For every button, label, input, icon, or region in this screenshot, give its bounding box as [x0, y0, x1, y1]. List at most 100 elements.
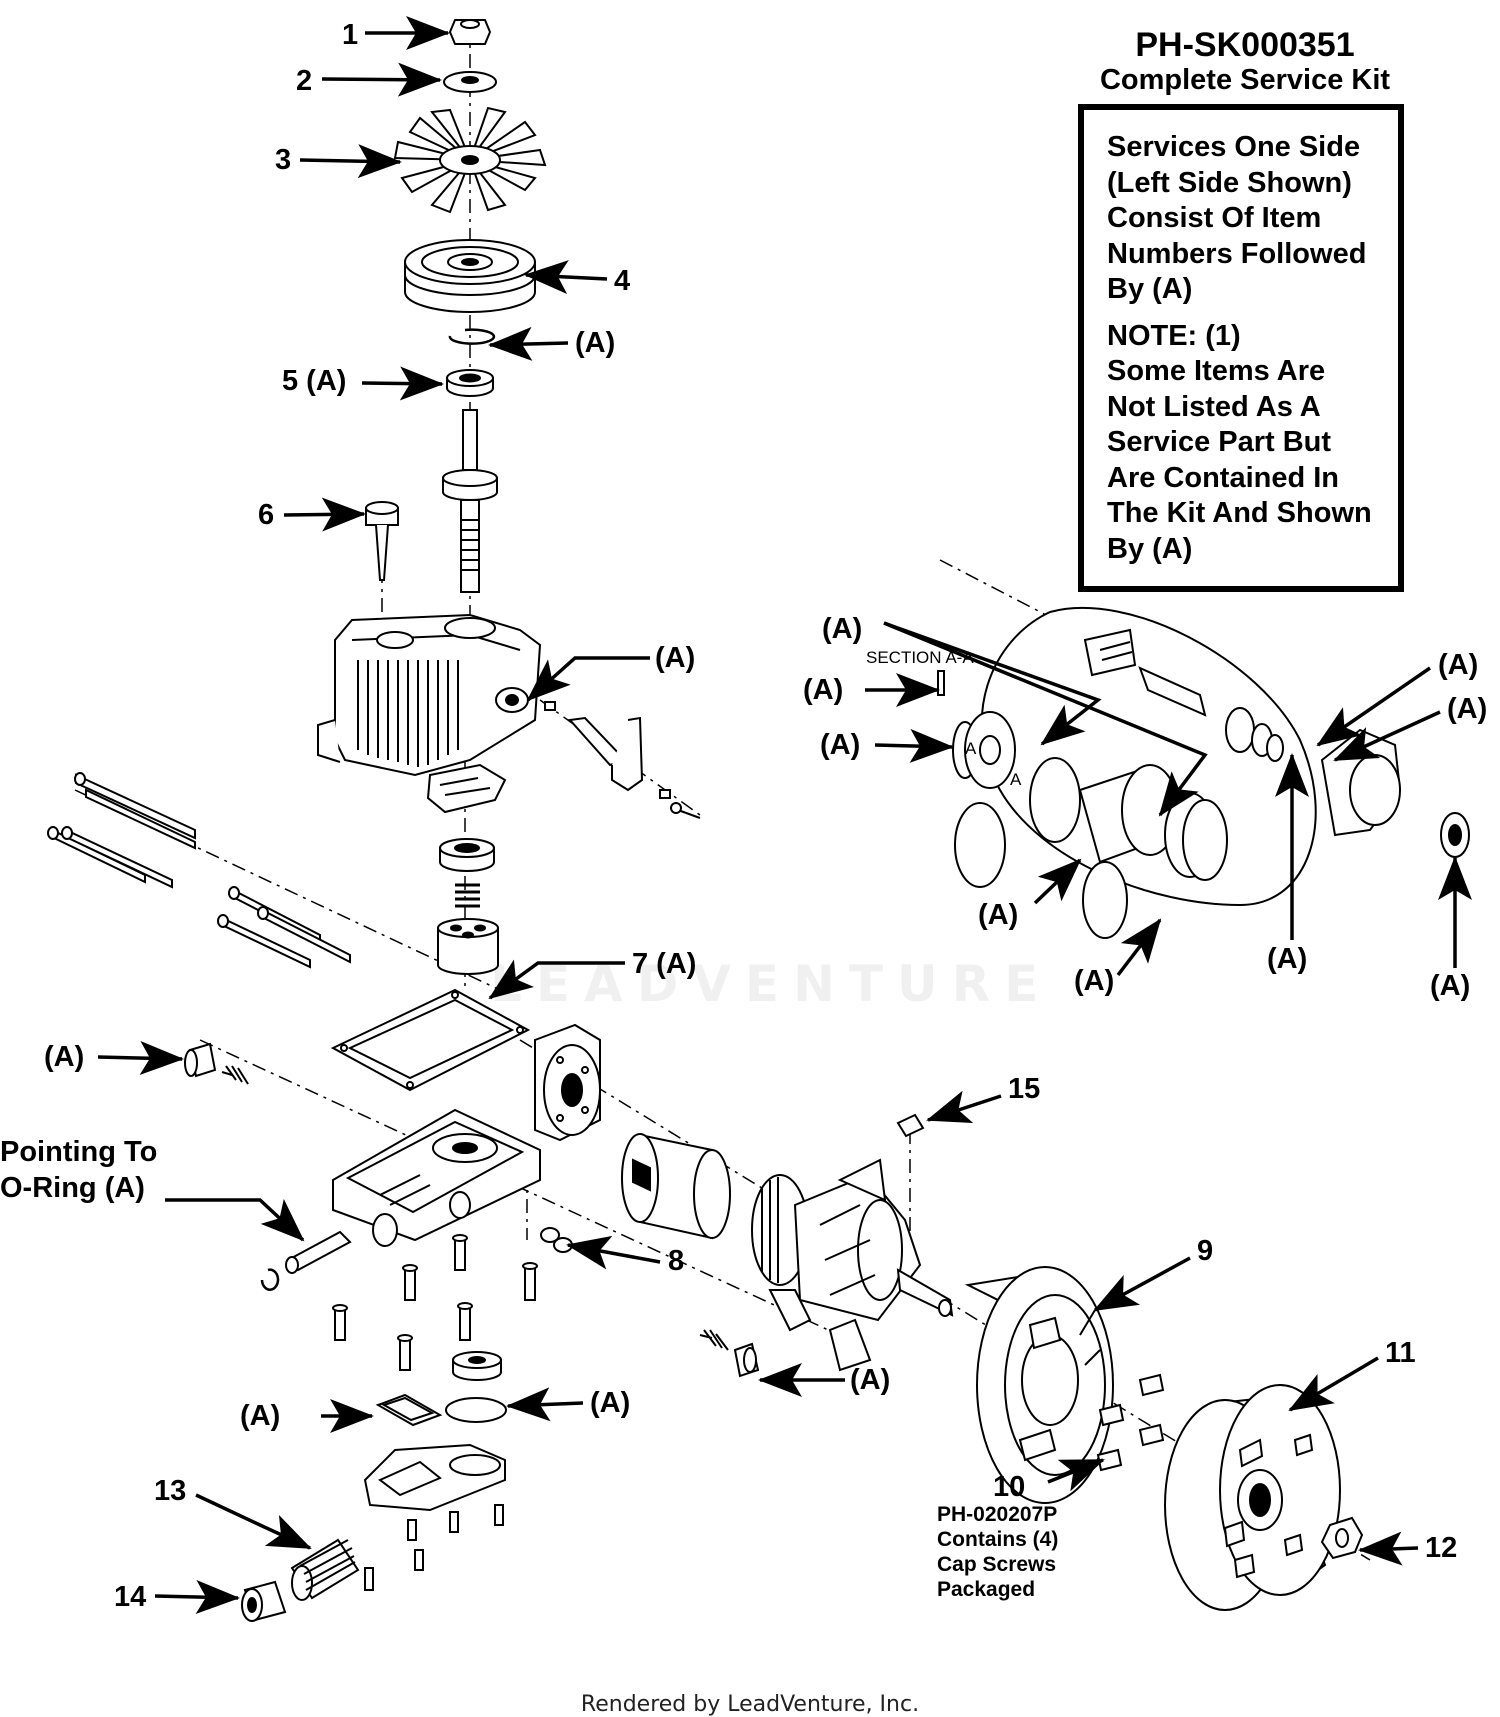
brake-assembly-part-9: [964, 1266, 1114, 1504]
callout-a-section-ring: (A): [1074, 965, 1114, 997]
callout-10: 10: [993, 1471, 1025, 1503]
callout-1: 1: [342, 19, 358, 51]
callout-a-section-pin: (A): [803, 674, 843, 706]
check-valve-left: [184, 1042, 249, 1085]
arrow-icon: [874, 728, 954, 763]
kit-note-box: Services One Side (Left Side Shown) Cons…: [1078, 104, 1404, 592]
callout-12: 12: [1425, 1532, 1457, 1564]
arrow-icon: [321, 62, 442, 97]
seal-spring-block: [437, 838, 499, 975]
arrow-icon: [506, 1387, 584, 1422]
center-section: [332, 1108, 541, 1247]
arrow-icon: [883, 621, 1102, 746]
shift-linkage: [544, 701, 701, 819]
upper-housing: [317, 613, 542, 777]
cap-part-14: [241, 1580, 287, 1622]
bearing-part-5: [446, 369, 494, 397]
filter-part-13: [290, 1538, 360, 1601]
arrow-icon: [1333, 710, 1441, 762]
filter-group: [363, 1351, 507, 1591]
callout-a-section-top: (A): [822, 613, 862, 645]
arrow-icon: [299, 144, 402, 179]
callout-a-section-plate: (A): [820, 729, 860, 761]
callout-a-section-bearing: (A): [1430, 970, 1470, 1002]
arrow-icon: [1116, 918, 1162, 977]
check-balls-part-8: [540, 1227, 573, 1253]
callout-14: 14: [114, 1581, 146, 1613]
arrow-icon: [283, 497, 366, 532]
kit-number: PH-SK000351: [1135, 26, 1355, 64]
nut-part-12: [1320, 1516, 1364, 1560]
callout-4: 4: [614, 265, 630, 297]
arrow-icon: [1047, 1458, 1105, 1492]
leader-arrows: [97, 16, 1472, 1614]
pulley-part-4: [404, 239, 536, 313]
arrow-icon: [566, 1235, 661, 1270]
arrow-icon: [154, 1579, 240, 1614]
arrow-icon: [1358, 1531, 1419, 1566]
hub-part-11: [1164, 1384, 1341, 1611]
callout-a-gasket: (A): [240, 1400, 280, 1432]
arrow-icon: [1288, 1356, 1379, 1412]
section-a-a-label: SECTION A-A: [866, 648, 974, 667]
kit-note-paragraph-1: Services One Side (Left Side Shown) Cons…: [1107, 131, 1367, 305]
item-10-note: PH-020207P Contains (4) Cap Screws Packa…: [937, 1503, 1059, 1601]
callout-labels: 1 2 3 4 (A) 5 (A) 6 (A) 7 (A) (A) 8 9 15…: [44, 19, 1487, 1613]
callout-8: 8: [668, 1245, 684, 1277]
callout-a-o-ring: (A): [590, 1387, 630, 1419]
callout-a-section-seal: (A): [1438, 649, 1478, 681]
arrow-icon: [488, 959, 625, 1000]
motor-housing: [768, 1158, 954, 1372]
callout-a-section-ring-2: (A): [1267, 943, 1307, 975]
nut-part-1: [448, 19, 492, 45]
callout-6: 6: [258, 499, 274, 531]
callout-a-housing: (A): [655, 642, 695, 674]
watermark: LEADVENTURE: [490, 955, 1053, 1013]
callout-11: 11: [1385, 1337, 1416, 1369]
arrow-icon: [526, 656, 650, 702]
small-cap-screws: [332, 1234, 538, 1371]
cradle-block: [426, 763, 507, 814]
callout-3: 3: [275, 144, 291, 176]
check-valve-right: [699, 1329, 760, 1378]
callout-a-section-washer: (A): [1447, 693, 1487, 725]
arrow-icon: [883, 621, 1208, 817]
dipstick-part-6: [365, 501, 399, 581]
arrow-icon: [1033, 858, 1082, 905]
washer-part-2: [443, 71, 497, 93]
coupler: [621, 1133, 731, 1240]
callout-a-section-block: (A): [978, 899, 1018, 931]
callout-a-retaining-ring: (A): [575, 327, 615, 359]
retaining-ring: [448, 328, 496, 345]
arrow-icon: [361, 366, 444, 401]
callout-2: 2: [296, 65, 312, 97]
housing-bolts: [47, 772, 351, 969]
arrow-icon: [926, 1090, 1002, 1124]
bypass-valve: [260, 1230, 352, 1291]
kit-title: Complete Service Kit: [1099, 64, 1391, 96]
woodruff-key-part-15: [896, 1113, 925, 1138]
arrow-icon: [1316, 666, 1431, 747]
arrow-icon: [488, 326, 569, 361]
footer: Rendered by LeadVenture, Inc.: [580, 1692, 920, 1717]
arrow-icon: [1093, 1256, 1191, 1312]
arrow-icon: [524, 260, 608, 295]
arrow-icon: [195, 1493, 312, 1550]
callout-7: 7 (A): [632, 948, 696, 980]
arrow-icon: [97, 1041, 184, 1075]
input-shaft: [442, 409, 498, 593]
fan-part-3: [393, 106, 547, 214]
callout-a-check-valve: (A): [44, 1041, 84, 1073]
callout-a-check-valve-right: (A): [850, 1364, 890, 1396]
end-plate: [534, 1023, 601, 1142]
callout-13: 13: [154, 1475, 186, 1507]
callout-15: 15: [1008, 1073, 1040, 1105]
gasket-part-7: [330, 988, 531, 1092]
callout-9: 9: [1197, 1235, 1213, 1267]
callout-5: 5 (A): [282, 365, 346, 397]
arrow-icon: [165, 1198, 305, 1242]
pointing-note: Pointing To O-Ring (A): [0, 1136, 158, 1204]
section-letter-a-2: A: [1010, 770, 1022, 789]
section-letter-a-1: A: [965, 739, 977, 758]
